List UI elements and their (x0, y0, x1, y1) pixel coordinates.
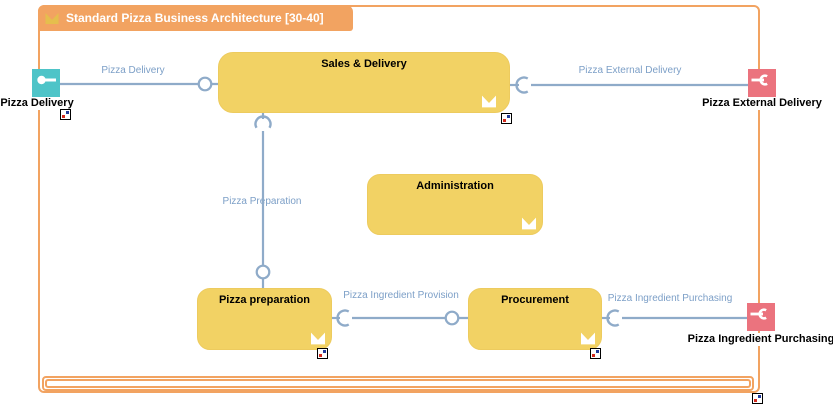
relation-label-pizza-delivery: Pizza Delivery (101, 65, 165, 76)
bottom-collapsed-element[interactable] (42, 376, 754, 391)
business-function-icon (45, 12, 59, 24)
model-reference-icon[interactable] (60, 109, 71, 120)
interface-node-pizza-external-delivery[interactable] (748, 69, 776, 97)
view-container[interactable] (38, 5, 760, 393)
interface-label-pizza-ingredient-purchasing: Pizza Ingredient Purchasing (685, 333, 833, 346)
function-label: Pizza preparation (218, 294, 311, 306)
business-function-icon (522, 217, 536, 230)
provided-interface-icon (37, 75, 56, 85)
function-label: Administration (416, 180, 494, 192)
relation-label-pizza-preparation: Pizza Preparation (222, 196, 302, 207)
relation-label-pizza-ingredient-purchasing: Pizza Ingredient Purchasing (607, 293, 733, 304)
function-box-sales-delivery[interactable]: Sales & Delivery (218, 52, 510, 113)
business-function-icon (311, 332, 325, 345)
interface-node-pizza-ingredient-purchasing[interactable] (747, 303, 775, 331)
view-title-bar[interactable]: Standard Pizza Business Architecture [30… (38, 5, 353, 31)
function-box-procurement[interactable]: Procurement (468, 288, 602, 350)
bottom-collapsed-element-inner (45, 379, 751, 388)
model-reference-icon[interactable] (752, 393, 763, 404)
relation-label-pizza-ingredient-provision: Pizza Ingredient Provision (343, 290, 459, 301)
relation-label-pizza-external-delivery: Pizza External Delivery (578, 65, 682, 76)
function-box-pizza-preparation[interactable]: Pizza preparation (197, 288, 332, 350)
model-reference-icon[interactable] (501, 113, 512, 124)
business-function-icon (482, 95, 496, 108)
business-function-icon (581, 332, 595, 345)
function-label: Sales & Delivery (321, 58, 407, 70)
model-reference-icon[interactable] (590, 348, 601, 359)
model-reference-icon[interactable] (317, 348, 328, 359)
interface-label-pizza-external-delivery: Pizza External Delivery (700, 97, 824, 110)
view-title: Standard Pizza Business Architecture [30… (66, 11, 324, 25)
interface-node-pizza-delivery[interactable] (32, 69, 60, 97)
required-interface-icon (750, 308, 767, 320)
interface-label-pizza-delivery: Pizza Delivery (0, 97, 76, 110)
required-interface-icon (751, 74, 768, 86)
function-box-administration[interactable]: Administration (367, 174, 543, 235)
function-label: Procurement (501, 294, 569, 306)
